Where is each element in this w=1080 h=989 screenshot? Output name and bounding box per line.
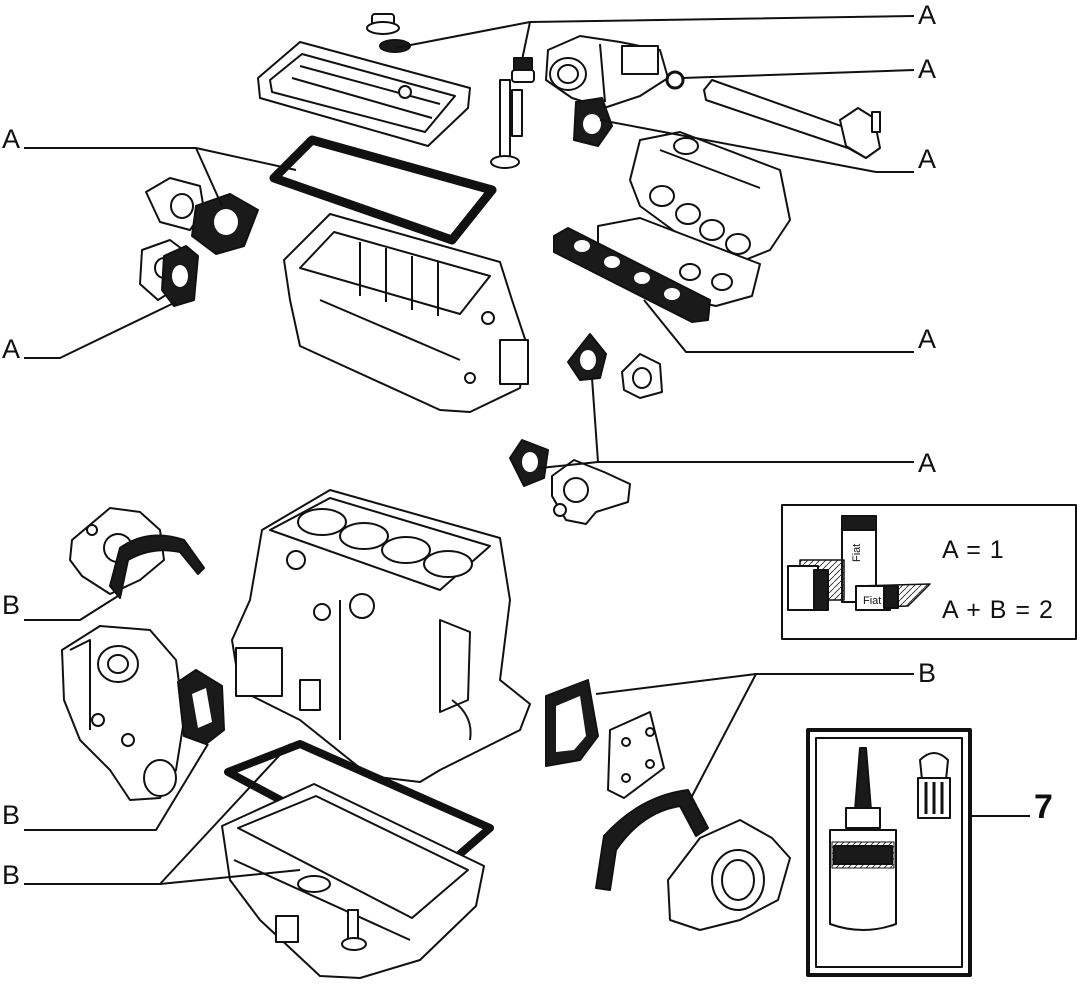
rocker-cover (257, 41, 471, 147)
callout-b-front-cover: B (2, 590, 21, 620)
tube-brand-label: Fiat (851, 544, 863, 562)
inlet-manifold (629, 131, 791, 263)
o-ring (665, 70, 685, 90)
bottle-cap-icon (917, 752, 951, 819)
oil-sump (221, 783, 485, 979)
rear-cover-plate (607, 711, 665, 799)
cylinder-head (283, 213, 529, 413)
sealant-bottle-icon (829, 747, 897, 931)
callout-b-oil-pump: B (2, 800, 21, 830)
valve-stem-seal (511, 57, 535, 83)
oil-pump-cover (69, 507, 165, 595)
rear-seal-carrier (667, 819, 791, 931)
rocker-cover-gasket (269, 135, 497, 245)
leader-lines (24, 15, 1030, 885)
water-pump-flange (621, 353, 663, 399)
water-pump (551, 459, 631, 525)
callout-a-left-low: A (2, 334, 21, 364)
coolant-pipe (703, 79, 881, 159)
box-brand-label: Fiat (863, 595, 881, 607)
callout-a-water-pump: A (918, 448, 937, 478)
oil-filler-cap (366, 13, 400, 35)
callout-a-manifold: A (918, 324, 937, 354)
callout-b-sump: B (2, 860, 21, 890)
kit-number: 7 (1034, 788, 1053, 826)
sealant-tube-icon (787, 515, 931, 611)
oil-pump (61, 625, 185, 801)
callout-a-pipe: A (918, 144, 937, 174)
callout-b-rear: B (918, 658, 937, 688)
legend-a-equals-1: A = 1 (942, 536, 1005, 564)
valve (490, 79, 523, 169)
legend-ab-equals-2: A + B = 2 (942, 596, 1054, 624)
rear-seal-gasket (595, 789, 709, 891)
exhaust-manifold-gasket (553, 227, 711, 323)
thermostat-housing (545, 35, 669, 109)
callout-a-top: A (918, 0, 937, 30)
engine-block (231, 489, 531, 783)
front-cover-gasket (109, 534, 205, 599)
callout-a-left-top: A (2, 124, 21, 154)
callout-a-o-ring: A (918, 54, 937, 84)
